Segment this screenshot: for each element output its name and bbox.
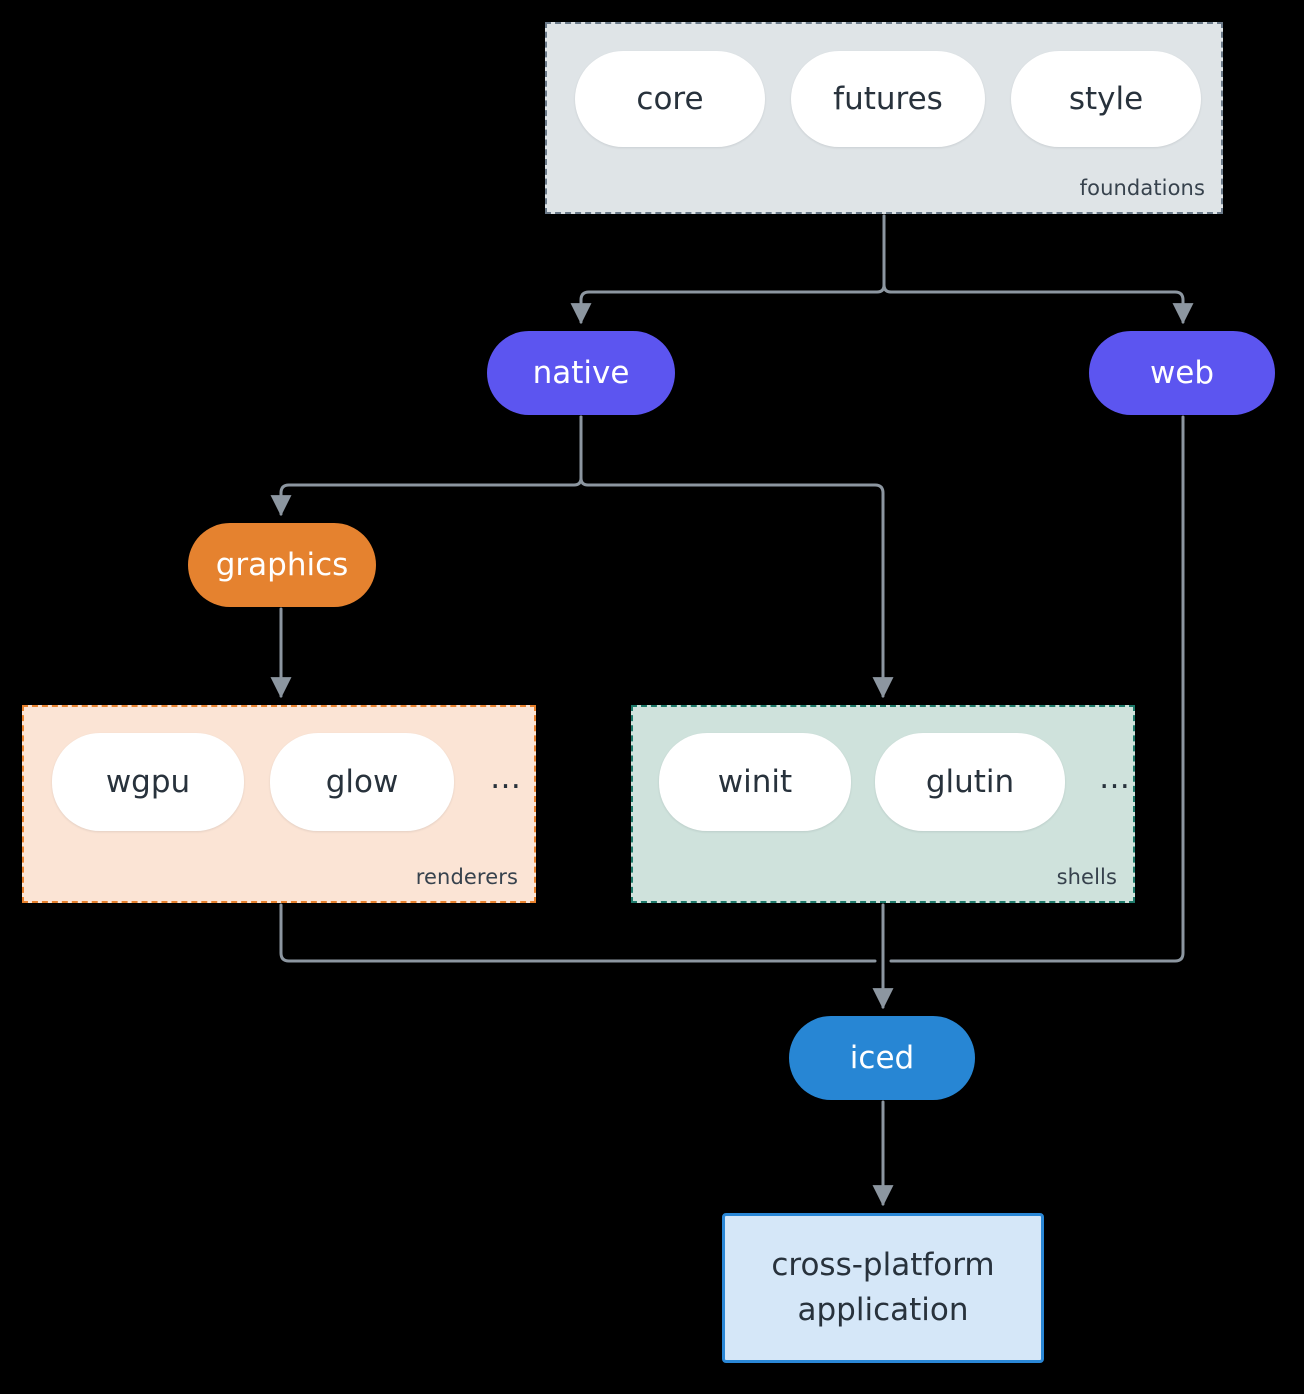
node-cross-platform-application[interactable]: cross-platform application <box>722 1213 1044 1363</box>
group-label-renderers: renderers <box>415 865 518 889</box>
edge-foundations-to-web <box>882 214 1194 325</box>
edge-renderers-to-iced <box>279 903 877 963</box>
renderers-item-row: wgpu glow … <box>52 733 521 831</box>
edge-foundations-to-native <box>570 214 886 325</box>
node-winit[interactable]: winit <box>659 733 851 831</box>
edge-native-to-shells <box>579 415 894 699</box>
renderers-more-ellipsis: … <box>490 759 521 796</box>
node-wgpu[interactable]: wgpu <box>52 733 244 831</box>
edge-native-to-graphics <box>270 415 583 517</box>
group-label-shells: shells <box>1056 865 1117 889</box>
group-label-foundations: foundations <box>1079 176 1205 200</box>
application-line-1: cross-platform <box>771 1247 995 1284</box>
node-iced[interactable]: iced <box>789 1016 975 1100</box>
group-foundations: core futures style foundations <box>545 22 1223 214</box>
node-graphics[interactable]: graphics <box>188 523 376 607</box>
application-line-2: application <box>797 1292 969 1328</box>
node-futures[interactable]: futures <box>791 51 985 147</box>
shells-more-ellipsis: … <box>1099 759 1130 796</box>
node-style[interactable]: style <box>1011 51 1201 147</box>
node-native[interactable]: native <box>487 331 675 415</box>
group-renderers: wgpu glow … renderers <box>22 705 536 903</box>
foundations-item-row: core futures style <box>575 51 1201 147</box>
node-glow[interactable]: glow <box>270 733 454 831</box>
node-web[interactable]: web <box>1089 331 1275 415</box>
node-glutin[interactable]: glutin <box>875 733 1065 831</box>
group-shells: winit glutin … shells <box>631 705 1135 903</box>
shells-item-row: winit glutin … <box>659 733 1130 831</box>
node-core[interactable]: core <box>575 51 765 147</box>
